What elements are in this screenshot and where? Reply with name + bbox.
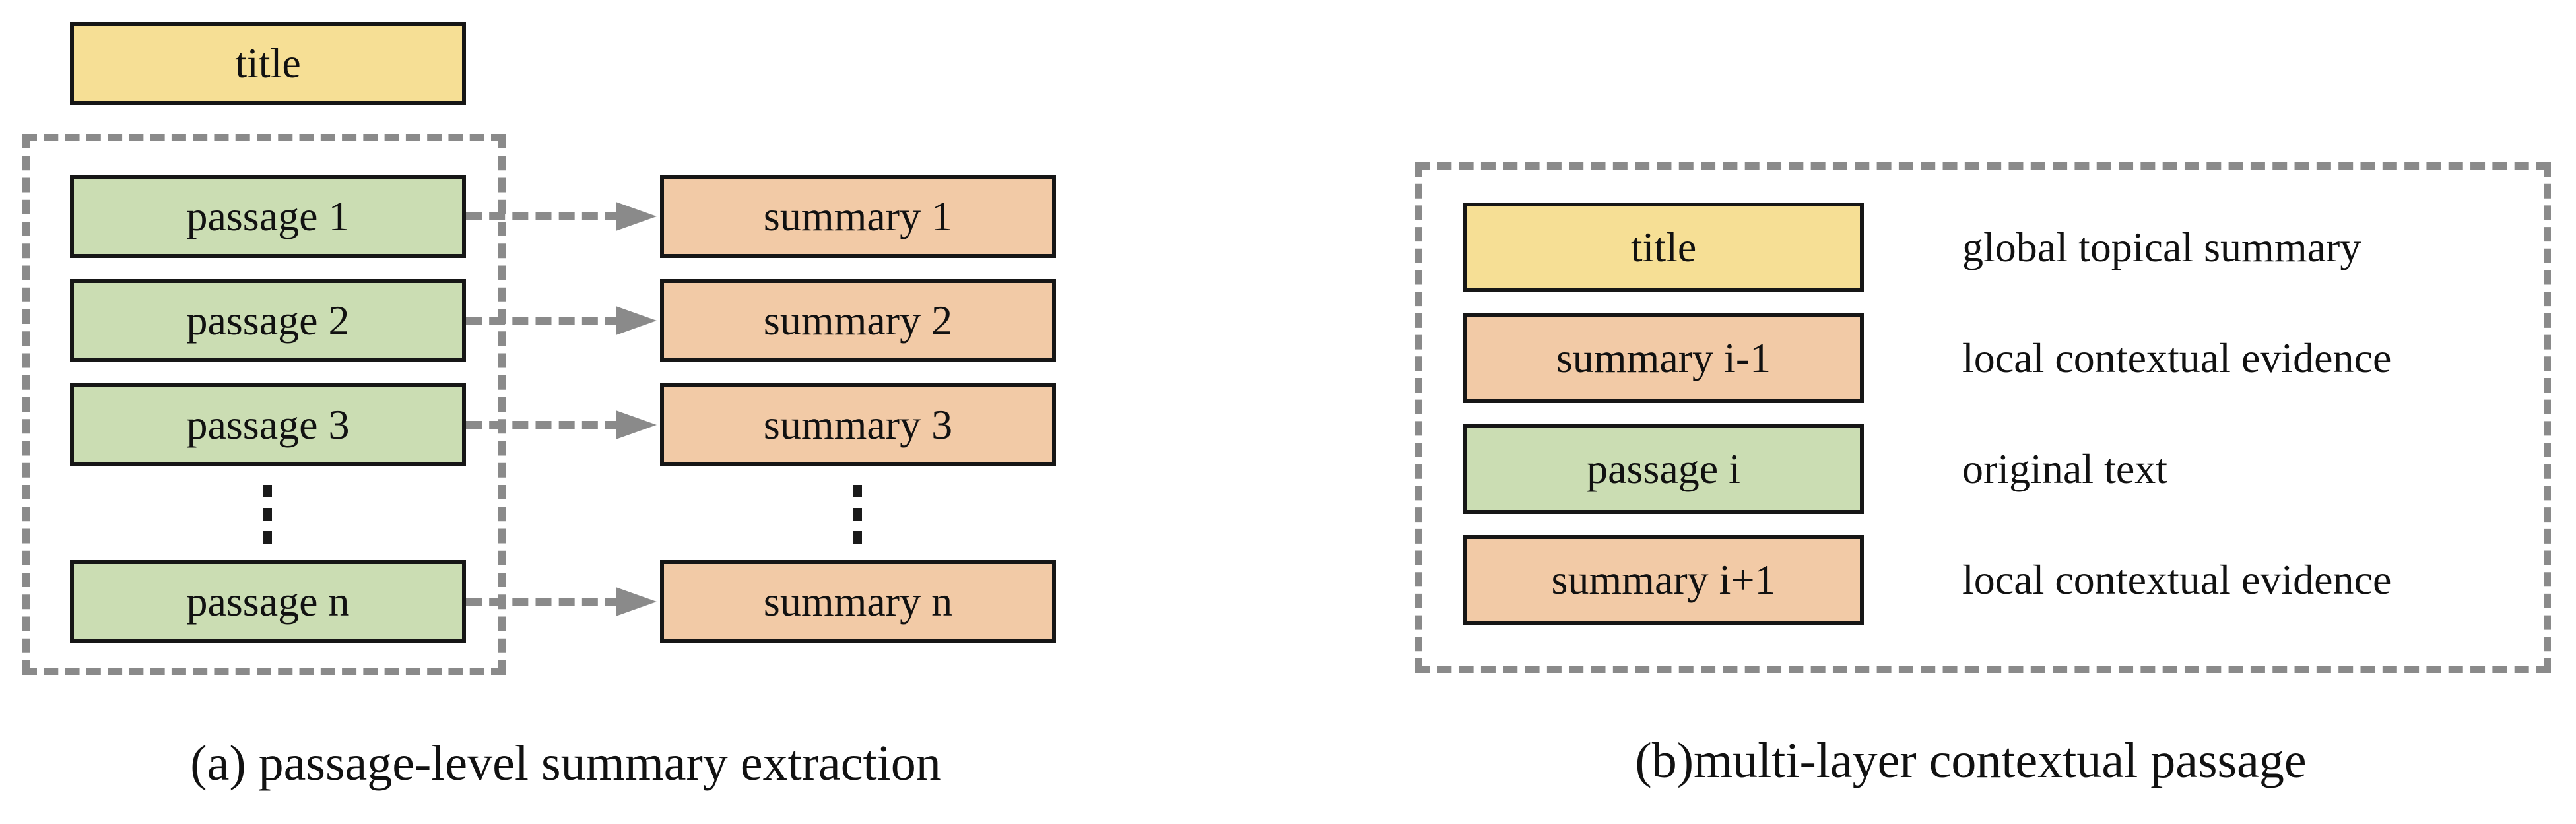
arrow-head [616, 202, 657, 231]
panel-b-row-annotation: original text [1962, 445, 2168, 492]
summary-box-1: summary 1 [660, 175, 1056, 258]
summary-2-label: summary 2 [763, 297, 953, 344]
summary-box-2: summary 2 [660, 279, 1056, 362]
summary-box-3: summary 3 [660, 383, 1056, 466]
summary-box-n: summary n [660, 560, 1056, 643]
passage-box-n: passage n [70, 560, 466, 643]
summary-3-label: summary 3 [763, 401, 953, 448]
vertical-ellipsis-icon [263, 485, 272, 544]
arrow-shaft [466, 421, 621, 429]
panel-b-dashed-container [1415, 162, 2551, 673]
passage-box-2: passage 2 [70, 279, 466, 362]
arrow-head [616, 410, 657, 439]
passage-n-label: passage n [186, 578, 350, 625]
panel-b-summary-next-label: summary i+1 [1551, 556, 1776, 603]
arrow-head [616, 587, 657, 616]
arrow-shaft [466, 317, 621, 325]
arrow-right-icon [466, 410, 657, 439]
panel-a-title-label: title [235, 40, 301, 86]
passage-box-3: passage 3 [70, 383, 466, 466]
arrow-right-icon [466, 202, 657, 231]
passage-1-label: passage 1 [186, 193, 350, 239]
vertical-ellipsis-icon [853, 485, 862, 544]
panel-b-row-annotation: global topical summary [1962, 224, 2361, 270]
panel-b-row-annotation: local contextual evidence [1962, 334, 2392, 381]
arrow-shaft [466, 598, 621, 606]
panel-b-row-annotation: local contextual evidence [1962, 556, 2392, 603]
arrow-head [616, 306, 657, 335]
summary-n-label: summary n [763, 578, 953, 625]
panel-b-summary-prev-label: summary i-1 [1556, 334, 1771, 381]
panel-b-passage-box: passage i [1463, 424, 1864, 514]
panel-a-caption: (a) passage-level summary extraction [190, 736, 941, 791]
panel-b-summary-next-box: summary i+1 [1463, 535, 1864, 625]
panel-b-summary-prev-box: summary i-1 [1463, 313, 1864, 403]
summary-1-label: summary 1 [763, 193, 953, 239]
panel-b-title-label: title [1630, 224, 1697, 270]
panel-b-caption: (b)multi-layer contextual passage [1635, 733, 2307, 788]
passage-3-label: passage 3 [186, 401, 350, 448]
arrow-shaft [466, 212, 621, 220]
arrow-right-icon [466, 306, 657, 335]
panel-b-passage-label: passage i [1587, 445, 1740, 492]
panel-a-title-box: title [70, 22, 466, 105]
panel-b-title-box: title [1463, 203, 1864, 292]
passage-box-1: passage 1 [70, 175, 466, 258]
passage-2-label: passage 2 [186, 297, 350, 344]
arrow-right-icon [466, 587, 657, 616]
panel-a-document-dashed-container [22, 134, 506, 675]
